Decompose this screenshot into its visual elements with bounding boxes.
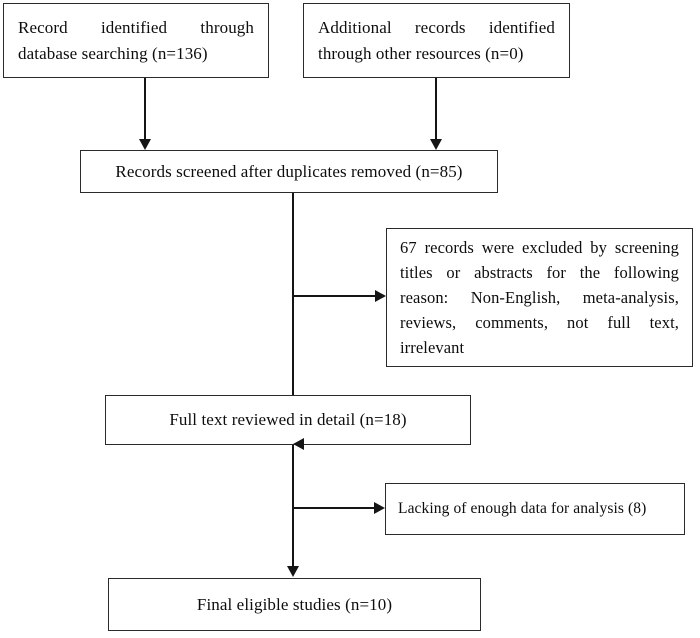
edge-screened-to-excluded [292,295,377,297]
arrowhead-left-fulltext [293,437,304,450]
node-records-identified-database: Record identified through database searc… [3,3,269,78]
edge-trunk-fulltext-to-final [292,445,294,567]
node-final-eligible-studies: Final eligible studies (n=10) [108,578,481,631]
edge-fulltext-to-lacking [292,507,376,509]
node-full-text-reviewed-label: Full text reviewed in detail (n=18) [169,410,407,430]
node-full-text-reviewed: Full text reviewed in detail (n=18) [105,395,471,445]
node-records-excluded: 67 records were excluded by screening ti… [386,228,693,367]
arrowhead-right-excluded [375,289,386,302]
node-additional-records-other-sources: Additional records identified through ot… [303,3,570,78]
edge-records-other-to-screened [435,78,437,141]
node-records-identified-database-label: Record identified through database searc… [18,17,254,63]
node-lacking-enough-data-label: Lacking of enough data for analysis (8) [398,500,647,518]
arrowhead-down-records-db [138,139,151,150]
edge-records-db-to-screened [144,78,146,141]
arrowhead-right-lacking [374,501,385,514]
node-records-screened-label: Records screened after duplicates remove… [115,161,463,181]
node-final-eligible-studies-label: Final eligible studies (n=10) [196,594,393,614]
node-additional-records-other-sources-label: Additional records identified through ot… [318,17,555,63]
edge-trunk-screened-to-fulltext [292,193,294,445]
node-lacking-enough-data: Lacking of enough data for analysis (8) [385,483,685,535]
node-records-excluded-label: 67 records were excluded by screening ti… [400,237,679,358]
arrowhead-down-final [286,566,299,577]
arrowhead-down-records-other [429,139,442,150]
node-records-screened: Records screened after duplicates remove… [80,150,498,193]
